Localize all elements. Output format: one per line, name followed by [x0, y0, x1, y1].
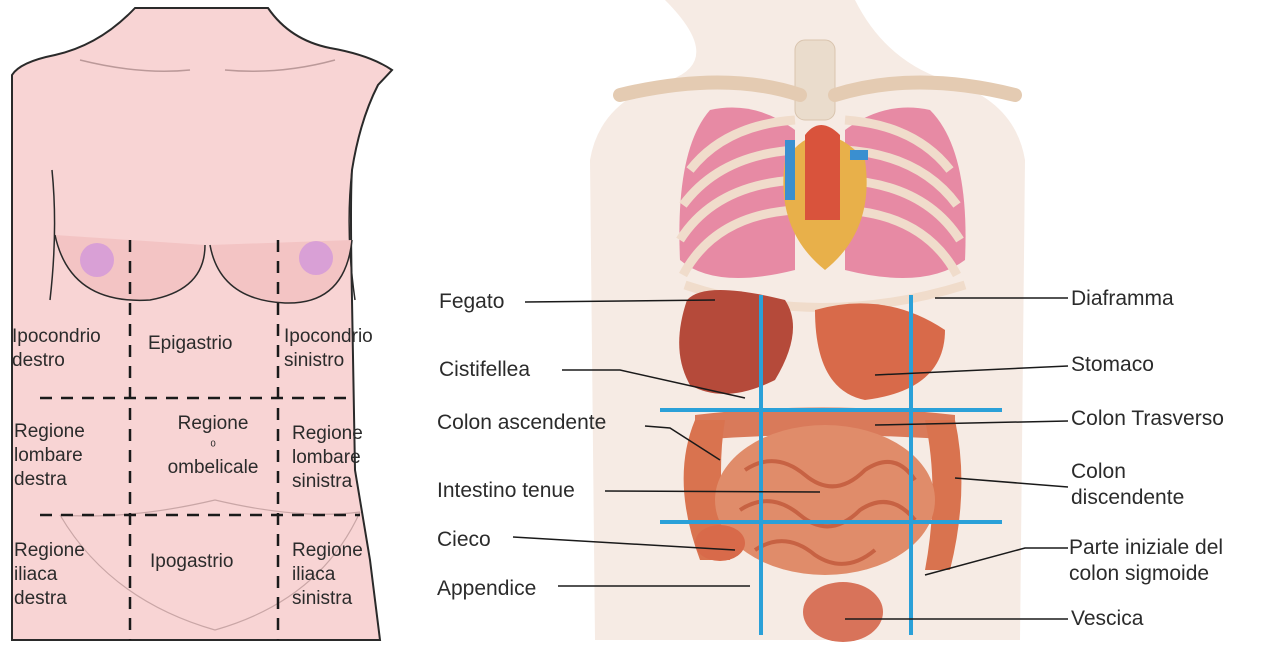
left-nipple [299, 241, 333, 275]
label-ipogastrio: Ipogastrio [150, 551, 234, 572]
right-nipple [80, 243, 114, 277]
region-grid [40, 240, 360, 640]
label-stomaco: Stomaco [1071, 353, 1154, 376]
label-appendice: Appendice [437, 577, 537, 600]
label-cieco: Cieco [437, 528, 491, 551]
torso-illustration [11, 7, 394, 641]
label-intestino-tenue: Intestino tenue [437, 479, 575, 502]
bladder [803, 582, 883, 642]
descending-colon [925, 420, 962, 570]
cecum [695, 525, 745, 561]
abdominal-organs-figure: Fegato Cistifellea Colon ascendente Inte… [425, 0, 1266, 653]
label-fegato: Fegato [439, 290, 505, 313]
label-vescica: Vescica [1071, 607, 1144, 630]
label-diaframma: Diaframma [1071, 287, 1174, 310]
leader-lines [512, 297, 1069, 620]
organs-illustration [512, 0, 1069, 642]
quadrant-grid [660, 295, 1002, 635]
label-cistifellea: Cistifellea [439, 358, 531, 381]
liver [679, 290, 793, 394]
label-epigastrio: Epigastrio [148, 333, 233, 354]
ascending-colon [683, 420, 730, 560]
label-colon-ascendente: Colon ascendente [437, 411, 607, 434]
label-colon-trasverso: Colon Trasverso [1071, 407, 1224, 430]
label-regione-ombelicale: Regione ⁰ ombelicale [167, 413, 259, 478]
small-intestine [715, 425, 935, 575]
